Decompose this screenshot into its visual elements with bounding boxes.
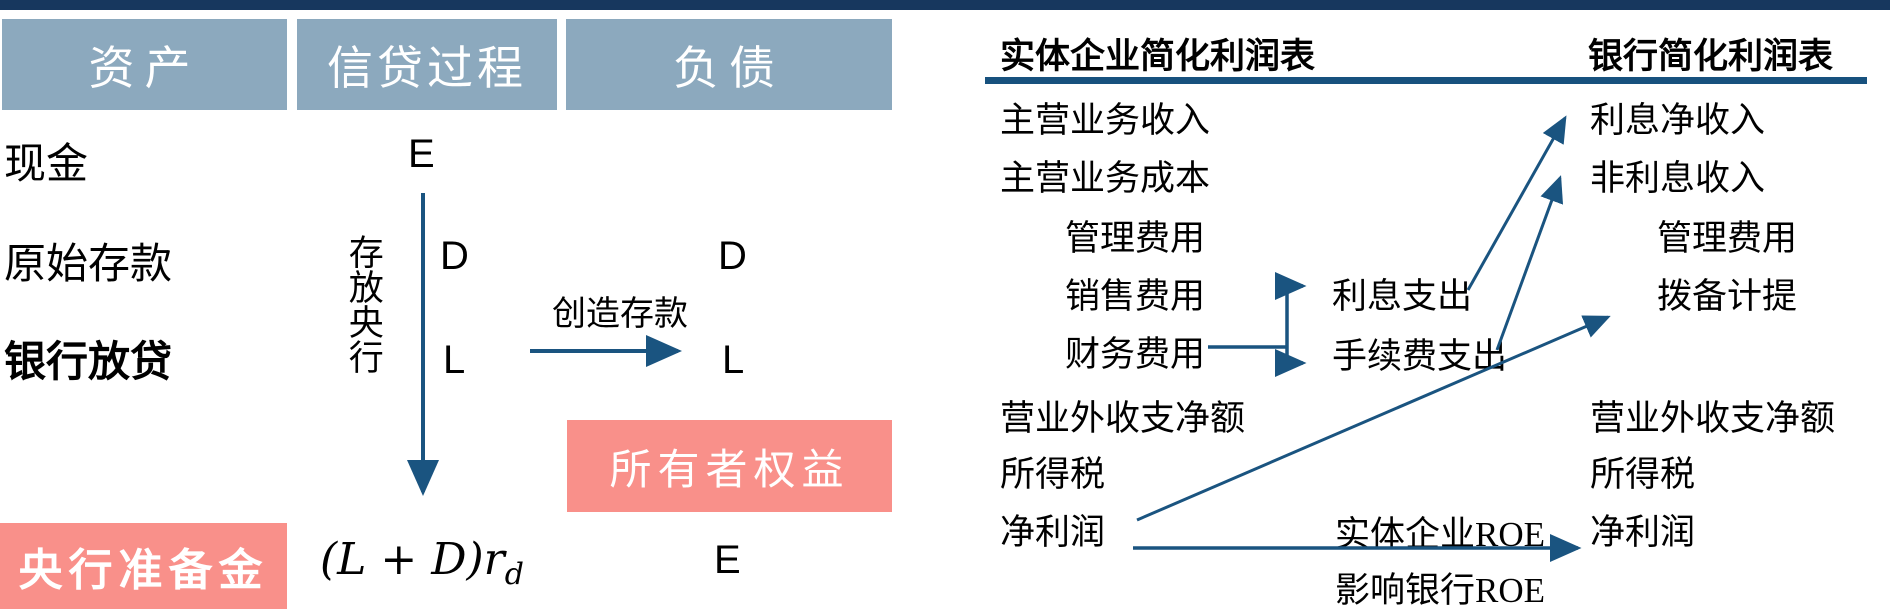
arrow-fee-expense-to-noninterest-income	[1495, 175, 1564, 351]
bank-item-admin-expense: 管理费用	[1657, 219, 1798, 258]
header-credit-process-label: 信贷过程	[327, 42, 527, 94]
ent-item-nonop-net: 营业外收支净额	[1000, 399, 1246, 438]
asset-row-cash: 现金	[4, 142, 89, 188]
ent-item-selling-expense: 销售费用	[1065, 277, 1206, 316]
arrow-net-profit-to-provision	[1136, 315, 1611, 522]
ent-item-admin-expense: 管理费用	[1065, 219, 1206, 258]
ent-item-finance-expense: 财务费用	[1065, 335, 1206, 374]
bank-item-nonop-net: 营业外收支净额	[1590, 399, 1836, 438]
bank-statement-title: 银行简化利润表	[1588, 37, 1834, 76]
bank-item-net-profit: 净利润	[1590, 513, 1696, 552]
ent-item-net-profit: 净利润	[1000, 513, 1106, 552]
central-bank-reserve-label: 央行准备金	[18, 546, 269, 595]
central-bank-reserve-box: 央行准备金	[0, 523, 287, 609]
owners-equity-box: 所有者权益	[567, 420, 892, 512]
bank-roe-label: 影响银行ROE	[1335, 571, 1546, 609]
credit-label-e: E	[408, 132, 435, 176]
ent-item-main-cost: 主营业务成本	[1000, 159, 1211, 198]
top-accent-bar	[0, 0, 1890, 10]
title-underline	[985, 77, 1867, 84]
bank-item-income-tax: 所得税	[1590, 455, 1696, 494]
ent-item-main-revenue: 主营业务收入	[1000, 101, 1211, 140]
owners-equity-label: 所有者权益	[609, 447, 850, 494]
reserve-formula-main: (L + D)r	[320, 534, 505, 585]
ent-item-income-tax: 所得税	[1000, 455, 1106, 494]
deposit-at-central-bank-label: 存放央行	[343, 234, 383, 374]
header-assets-label: 资产	[88, 42, 201, 94]
credit-label-l: L	[443, 338, 466, 382]
liability-label-e: E	[714, 538, 741, 582]
liability-label-d: D	[718, 234, 747, 278]
credit-label-d: D	[440, 234, 469, 278]
header-liabilities-label: 负债	[673, 42, 785, 94]
arrow-interest-expense-to-net-interest-income	[1466, 115, 1567, 291]
asset-row-original-deposit: 原始存款	[4, 242, 173, 288]
enterprise-statement-title: 实体企业简化利润表	[1000, 37, 1316, 76]
bank-item-noninterest-income: 非利息收入	[1590, 159, 1766, 198]
liability-label-l: L	[722, 338, 745, 382]
asset-row-bank-lending: 银行放贷	[4, 340, 173, 386]
bank-item-provision: 拨备计提	[1657, 277, 1798, 316]
mid-item-interest-expense: 利息支出	[1332, 277, 1473, 316]
reserve-formula-sub: d	[504, 556, 524, 592]
header-assets: 资产	[2, 19, 287, 110]
create-deposit-label: 创造存款	[552, 296, 688, 333]
header-credit-process: 信贷过程	[297, 19, 557, 110]
header-liabilities: 负债	[566, 19, 892, 110]
mid-item-fee-expense: 手续费支出	[1332, 337, 1508, 376]
bank-item-net-interest-income: 利息净收入	[1590, 101, 1766, 140]
reserve-formula: (L + D)rd	[320, 534, 524, 592]
